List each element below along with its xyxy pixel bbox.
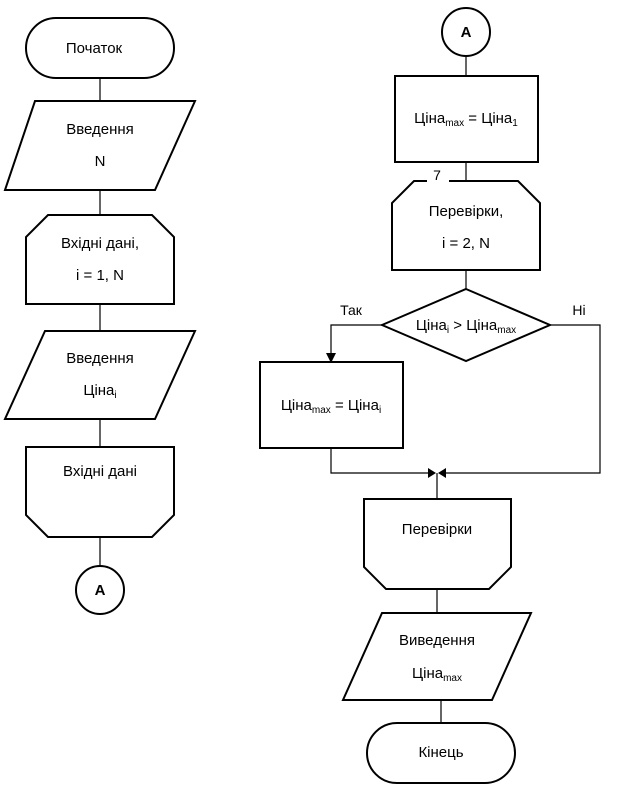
connector-a-off-page: A [75,565,125,615]
input-n-line1: Введення [66,121,134,138]
decision-label: Цінаi > Цінаmax [416,317,516,336]
loop-number-label: 7 [433,167,441,183]
loop-start-2-line2: i = 2, N [442,235,490,252]
end-terminator: Кінець [366,722,516,784]
end-label: Кінець [418,744,463,761]
right-connector-lines [326,56,601,723]
loop-end-2-label: Перевірки [402,521,472,538]
decision-diamond: Цінаi > Цінаmax [379,287,553,363]
loop-start-input-data: Вхідні дані, i = 1, N [25,214,175,305]
start-label: Початок [66,40,123,57]
loop-start-2-line1: Перевірки, [429,203,504,220]
input-price-line1: Введення [66,350,134,367]
loop-start-checks: 7 Перевірки, i = 2, N [391,166,541,271]
loop-end-input-data: Вхідні дані [25,446,175,538]
loop-start-1-line1: Вхідні дані, [61,235,139,252]
output-line1: Виведення [399,632,475,649]
connector-a-entry: A [441,7,491,57]
assign-first-label: Цінаmax = Ціна1 [414,110,518,129]
output-line2: Цінаmax [412,665,462,684]
input-price-parallelogram: Введення Цінаi [3,330,197,420]
input-price-line2: Цінаi [83,382,116,401]
assign-max-label: Цінаmax = Цінаi [281,397,381,416]
loop-end-1-label: Вхідні дані [63,463,137,480]
output-parallelogram: Виведення Цінаmax [341,612,533,701]
connector-a-left-label: A [95,582,106,599]
no-branch-label: Ні [572,302,585,318]
loop-start-1-line2: i = 1, N [76,267,124,284]
input-n-parallelogram: Введення N [3,100,197,191]
start-terminator: Початок [25,17,175,79]
connector-a-right-label: A [461,24,472,41]
input-n-line2: N [95,153,106,170]
assign-max-process: Цінаmax = Цінаi [259,361,404,449]
assign-first-process: Цінаmax = Ціна1 [394,75,539,163]
loop-end-checks: Перевірки [363,498,512,590]
yes-branch-label: Так [340,302,363,318]
